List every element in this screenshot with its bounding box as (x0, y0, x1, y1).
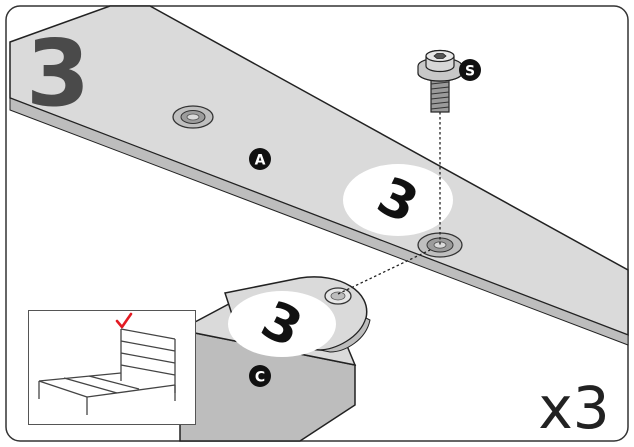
rail-insert-nut-2 (417, 232, 463, 258)
bed-frame-icon (38, 312, 176, 415)
rail-insert-nut-1 (172, 105, 214, 129)
bracket-guide-line (337, 249, 431, 295)
bracket-plate-edge (319, 317, 371, 353)
quantity-multiplier: x3 (538, 374, 609, 442)
rail-label-badge (249, 148, 271, 170)
bracket-label: C (255, 370, 265, 386)
bracket-label-badge (249, 365, 271, 387)
screw-label-badge (459, 59, 481, 81)
screw-label: S (465, 64, 475, 80)
rail-side-face (9, 97, 629, 346)
rail-a: 3 A (9, 5, 629, 346)
bracket-c: 3 C (177, 276, 371, 442)
rail-alignment-mark-bg (343, 164, 453, 236)
bracket-alignment-mark-bg (228, 291, 336, 357)
rail-label: A (255, 153, 266, 169)
step-number: 3 (26, 20, 90, 127)
check-mark-icon (115, 312, 133, 329)
bed-frame-inset (28, 310, 196, 425)
hex-socket-screw-icon (417, 49, 463, 113)
